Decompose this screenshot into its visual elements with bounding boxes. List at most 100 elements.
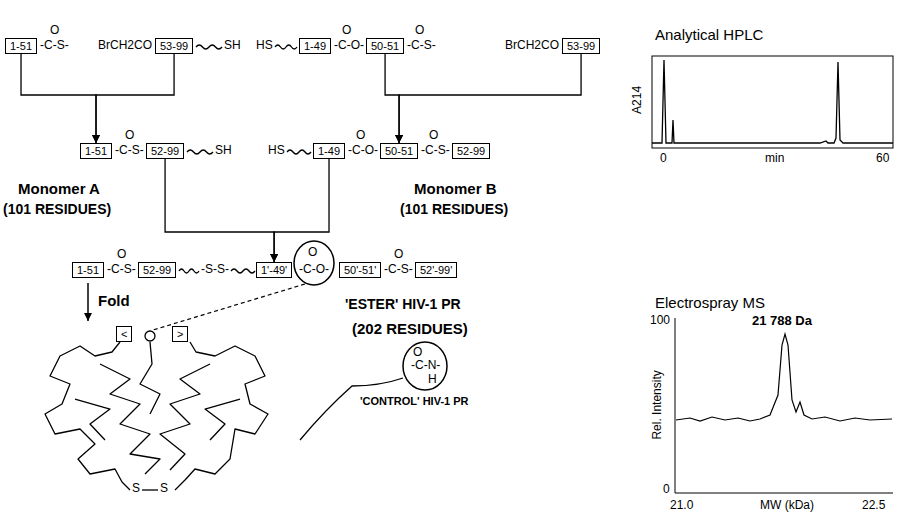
- chem-label: 'ESTER' HIV-1 PR: [345, 296, 461, 312]
- chem-label: Monomer A: [18, 180, 100, 197]
- segment-box: 1-51: [5, 38, 37, 54]
- hplc-frame: [652, 56, 893, 148]
- chem-label: -S-S-: [201, 263, 229, 277]
- chem-label: O: [125, 129, 134, 143]
- chem-label: S: [132, 482, 140, 496]
- segment-range: 1-51: [77, 264, 99, 276]
- marker-box: >: [172, 326, 188, 342]
- segment-box: 52'-99': [415, 262, 457, 278]
- chem-label: 'CONTROL' HIV-1 PR: [360, 395, 469, 408]
- chem-label: O: [342, 24, 351, 38]
- segment-box: 52-99: [452, 143, 490, 159]
- chem-label: O: [117, 248, 126, 262]
- chem-label: -C-O-: [348, 144, 378, 158]
- segment-range: 52'-99': [420, 264, 452, 276]
- segment-range: 50-51: [371, 40, 399, 52]
- segment-box: 52-99: [138, 262, 176, 278]
- chem-label: BrCH2CO: [98, 39, 152, 53]
- synthesis-arrow: [165, 159, 274, 262]
- segment-range: 50'-51': [344, 264, 376, 276]
- segment-range: 52-99: [143, 264, 171, 276]
- chem-label: O: [50, 24, 59, 38]
- synthesis-arrow: [96, 54, 174, 143]
- segment-range: 52-99: [457, 145, 485, 157]
- segment-range: 53-99: [160, 40, 188, 52]
- chem-label: BrCH2CO: [505, 39, 559, 53]
- segment-range: 50-51: [385, 145, 413, 157]
- chart-label: 21.0: [670, 499, 693, 513]
- hplc-trace: [652, 60, 893, 143]
- chem-label: SH: [224, 39, 241, 53]
- chem-label: -C-O-: [334, 39, 364, 53]
- protein-backbone: [45, 342, 268, 490]
- segment-range: 1-49: [318, 145, 340, 157]
- segment-box: 53-99: [562, 38, 600, 54]
- segment-box: 50-51: [380, 143, 418, 159]
- synthesis-arrow: [21, 54, 96, 143]
- segment-box: 52-99: [146, 143, 184, 159]
- chem-label: H: [428, 373, 437, 387]
- synthesis-arrow: [274, 159, 329, 262]
- leader-line: [153, 284, 305, 330]
- chem-label: O: [308, 246, 317, 260]
- chart-label: 0: [660, 152, 667, 166]
- chem-label: O: [394, 248, 403, 262]
- segment-range: <: [121, 328, 127, 340]
- chem-label: -C-S-: [40, 39, 69, 53]
- chem-label: -C-S-: [407, 39, 436, 53]
- segment-box: 53-99: [155, 38, 193, 54]
- chart-label: Rel. Intensity: [650, 370, 664, 439]
- chem-label: (202 RESIDUES): [352, 320, 468, 337]
- segment-box: 1-49: [299, 38, 331, 54]
- chem-label: HS: [268, 144, 285, 158]
- amide-circle: [403, 342, 447, 390]
- chem-label: O: [413, 346, 422, 360]
- chem-label: -C-S-: [115, 144, 144, 158]
- chem-label: -C-N-: [411, 359, 440, 373]
- ms-axes: [675, 318, 893, 493]
- segment-range: 1-49: [304, 40, 326, 52]
- chart-label: 0: [663, 483, 670, 497]
- synthesis-arrow: [385, 54, 399, 143]
- chem-label: S: [160, 482, 168, 496]
- chart-label: 22.5: [862, 499, 885, 513]
- chart-label: 21 788 Da: [752, 314, 812, 329]
- segment-box: 1-51: [72, 262, 104, 278]
- segment-box: 1'-49': [256, 262, 292, 278]
- segment-range: >: [177, 328, 183, 340]
- segment-box: 50-51: [366, 38, 404, 54]
- chart-label: Electrospray MS: [655, 294, 765, 311]
- chart-label: Analytical HPLC: [655, 26, 763, 43]
- chem-label: O: [356, 129, 365, 143]
- fold-arrow: [87, 283, 89, 321]
- ester-circle: [294, 241, 334, 285]
- segment-range: 52-99: [151, 145, 179, 157]
- segment-box: 1-49: [313, 143, 345, 159]
- chem-label: O: [415, 24, 424, 38]
- segment-box: 50'-51': [339, 262, 381, 278]
- segment-range: 1-51: [10, 40, 32, 52]
- chart-label: min: [765, 152, 784, 166]
- segment-box: 1-51: [80, 143, 112, 159]
- chem-label: -C-S-: [107, 263, 136, 277]
- chem-label: Fold: [98, 292, 130, 309]
- chem-label: O: [429, 129, 438, 143]
- control-chain: [300, 378, 403, 440]
- synthesis-arrow: [399, 54, 581, 143]
- chem-label: -C-S-: [384, 263, 413, 277]
- ester-ring: [145, 331, 155, 341]
- chart-label: 60: [876, 152, 889, 166]
- chart-label: 100: [650, 314, 670, 328]
- segment-range: 1'-49': [261, 264, 287, 276]
- segment-range: 53-99: [567, 40, 595, 52]
- chart-label: MW (kDa): [760, 499, 814, 513]
- marker-box: <: [116, 326, 132, 342]
- segment-range: 1-51: [85, 145, 107, 157]
- chem-label: SH: [215, 144, 232, 158]
- chem-label: -C-O-: [299, 263, 329, 277]
- wavy-linker: [179, 45, 311, 273]
- chem-label: HS: [256, 39, 273, 53]
